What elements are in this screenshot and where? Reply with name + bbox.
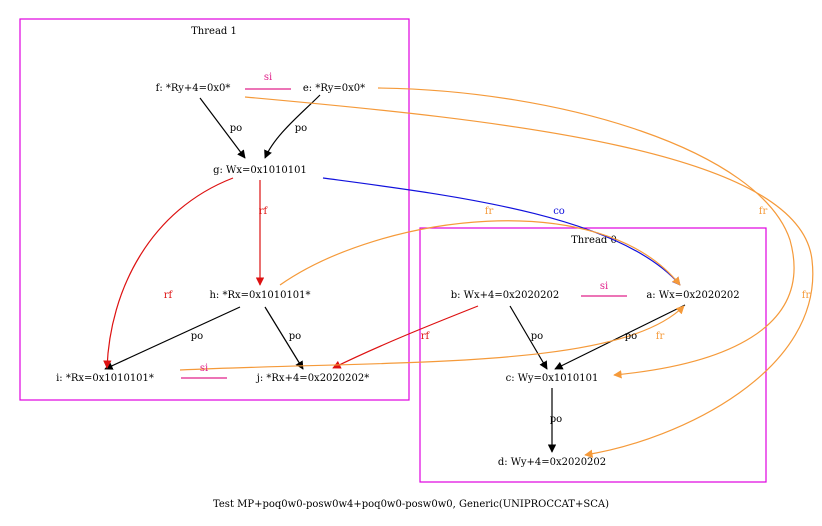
thread-1-title: Thread 1 (191, 26, 237, 37)
label-fr-h-a: fr (485, 206, 494, 217)
label-fr-e-c: fr (759, 206, 768, 217)
edge-po-a-c (554, 304, 686, 370)
edge-rf-g-i (103, 177, 234, 369)
node-c: c: Wy=0x1010101 (506, 373, 599, 384)
label-po-h-i: po (191, 331, 203, 342)
node-b: b: Wx+4=0x2020202 (451, 290, 560, 301)
label-rf-b-j: rf (421, 331, 431, 342)
edge-po-f-g (199, 97, 246, 159)
edge-fr-h-a (279, 220, 681, 286)
node-h: h: *Rx=0x1010101* (209, 290, 310, 301)
edge-fr-i-a (179, 305, 685, 371)
edge-co-g-a (322, 177, 681, 286)
node-i: i: *Rx=0x1010101* (56, 373, 154, 384)
label-rf-g-h: rf (259, 206, 269, 217)
label-si-b-a: si (600, 281, 608, 292)
label-fr-i-a: fr (656, 331, 665, 342)
label-po-e-g: po (295, 123, 307, 134)
edge-po-e-g (264, 94, 321, 159)
node-j: j: *Rx+4=0x2020202* (256, 373, 369, 384)
node-e: e: *Ry=0x0* (303, 83, 365, 94)
label-po-b-c: po (531, 331, 543, 342)
edge-po-b-c (509, 305, 548, 370)
edge-fr-f-d (244, 96, 814, 458)
edge-po-h-i (104, 306, 241, 370)
label-fr-f-d: fr (802, 290, 811, 301)
node-g: g: Wx=0x1010101 (213, 165, 307, 176)
thread-0-cluster (419, 227, 767, 483)
node-a: a: Wx=0x2020202 (646, 290, 739, 301)
edge-rf-b-j (332, 305, 479, 369)
node-f: f: *Ry+4=0x0* (156, 83, 231, 94)
label-rf-g-i: rf (164, 290, 174, 301)
node-d: d: Wy+4=0x2020202 (498, 457, 606, 468)
edge-po-h-j (264, 306, 304, 370)
label-po-f-g: po (230, 123, 242, 134)
label-po-c-d: po (550, 414, 562, 425)
thread-0-title: Thread 0 (571, 235, 617, 246)
thread-1-cluster (19, 18, 410, 401)
label-si-i-j: si (200, 363, 208, 374)
diagram-caption: Test MP+poq0w0-posw0w4+poq0w0-posw0w0, G… (213, 499, 609, 510)
label-po-a-c: po (625, 331, 637, 342)
label-po-h-j: po (289, 331, 301, 342)
edge-fr-e-c (377, 87, 795, 379)
label-co-g-a: co (553, 206, 565, 217)
label-si-f-e: si (264, 72, 272, 83)
